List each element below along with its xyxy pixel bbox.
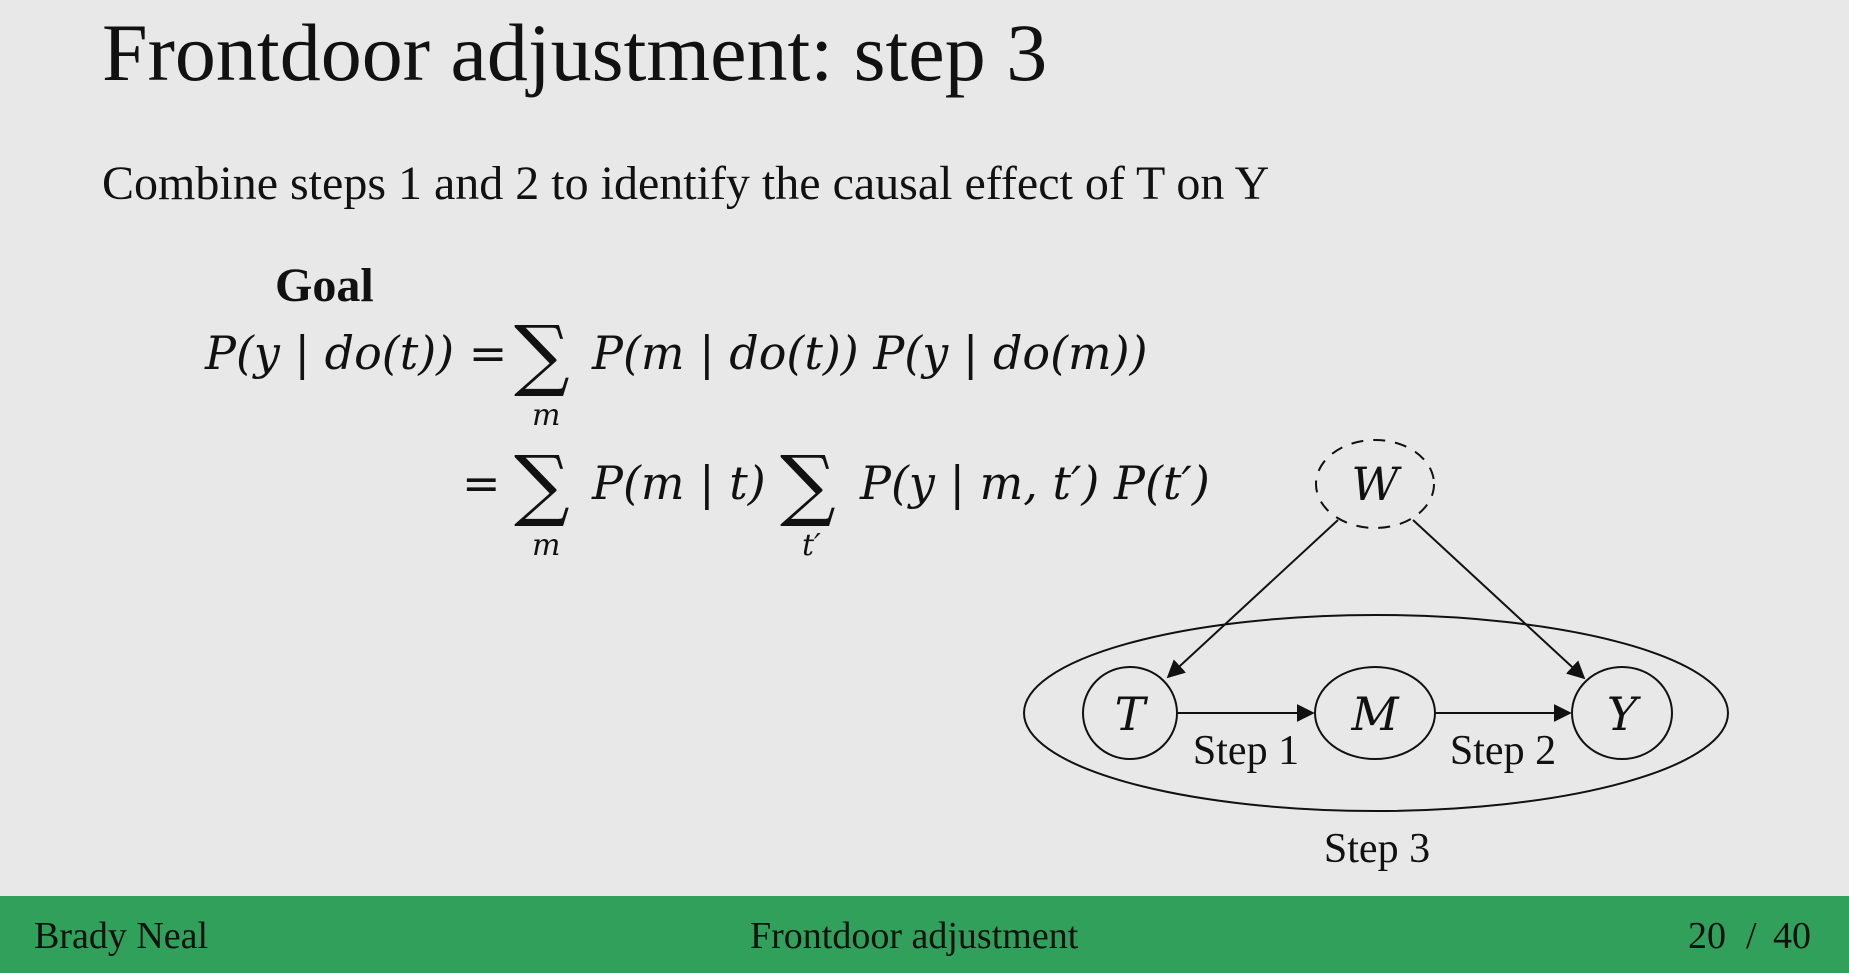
equation-line1-rhs: P(m | do(t)) P(y | do(m)) xyxy=(592,326,1148,380)
node-y-label: Y xyxy=(1607,687,1642,741)
goal-label: Goal xyxy=(275,259,374,312)
node-y xyxy=(1571,666,1673,760)
node-m-label: M xyxy=(1350,687,1400,741)
step3-region xyxy=(1023,614,1729,812)
equation-line1-lhs: P(y | do(t)) = xyxy=(205,326,508,380)
node-t xyxy=(1082,666,1178,760)
equation-line2-equals: = xyxy=(462,456,501,510)
sum-symbol-1: ∑ xyxy=(514,310,570,400)
edge-w-to-t xyxy=(1166,519,1339,679)
slide-subtitle: Combine steps 1 and 2 to identify the ca… xyxy=(102,157,1270,210)
footer-page-current: 20 xyxy=(1688,915,1726,957)
footer-section: Frontdoor adjustment xyxy=(750,915,1079,957)
step2-label: Step 2 xyxy=(1450,728,1556,774)
footer-page-total: 40 xyxy=(1773,915,1811,957)
footer-page-separator: / xyxy=(1746,915,1757,957)
node-t-label: T xyxy=(1115,687,1149,741)
sum-subscript-1: m xyxy=(532,398,561,433)
sum-subscript-2: m xyxy=(532,528,561,563)
node-w-label: W xyxy=(1351,457,1402,511)
equation-line2-rhs: P(y | m, t′) P(t′) xyxy=(860,456,1210,510)
sum-symbol-3: ∑ xyxy=(780,440,836,530)
equation-line2-mid: P(m | t) xyxy=(592,456,766,510)
footer-author: Brady Neal xyxy=(34,915,209,957)
sum-subscript-3: t′ xyxy=(802,528,821,563)
footer-bar: Brady Neal Frontdoor adjustment 20 / 40 xyxy=(0,896,1849,973)
slide-title: Frontdoor adjustment: step 3 xyxy=(102,7,1048,98)
step1-label: Step 1 xyxy=(1193,728,1299,774)
edge-w-to-y xyxy=(1412,519,1586,680)
node-w xyxy=(1315,439,1435,529)
sum-symbol-2: ∑ xyxy=(514,440,570,530)
node-m xyxy=(1314,666,1436,760)
step3-label: Step 3 xyxy=(1324,826,1430,872)
causal-graph: W T M Y Step 1 Step 2 Step 3 xyxy=(1023,439,1729,872)
